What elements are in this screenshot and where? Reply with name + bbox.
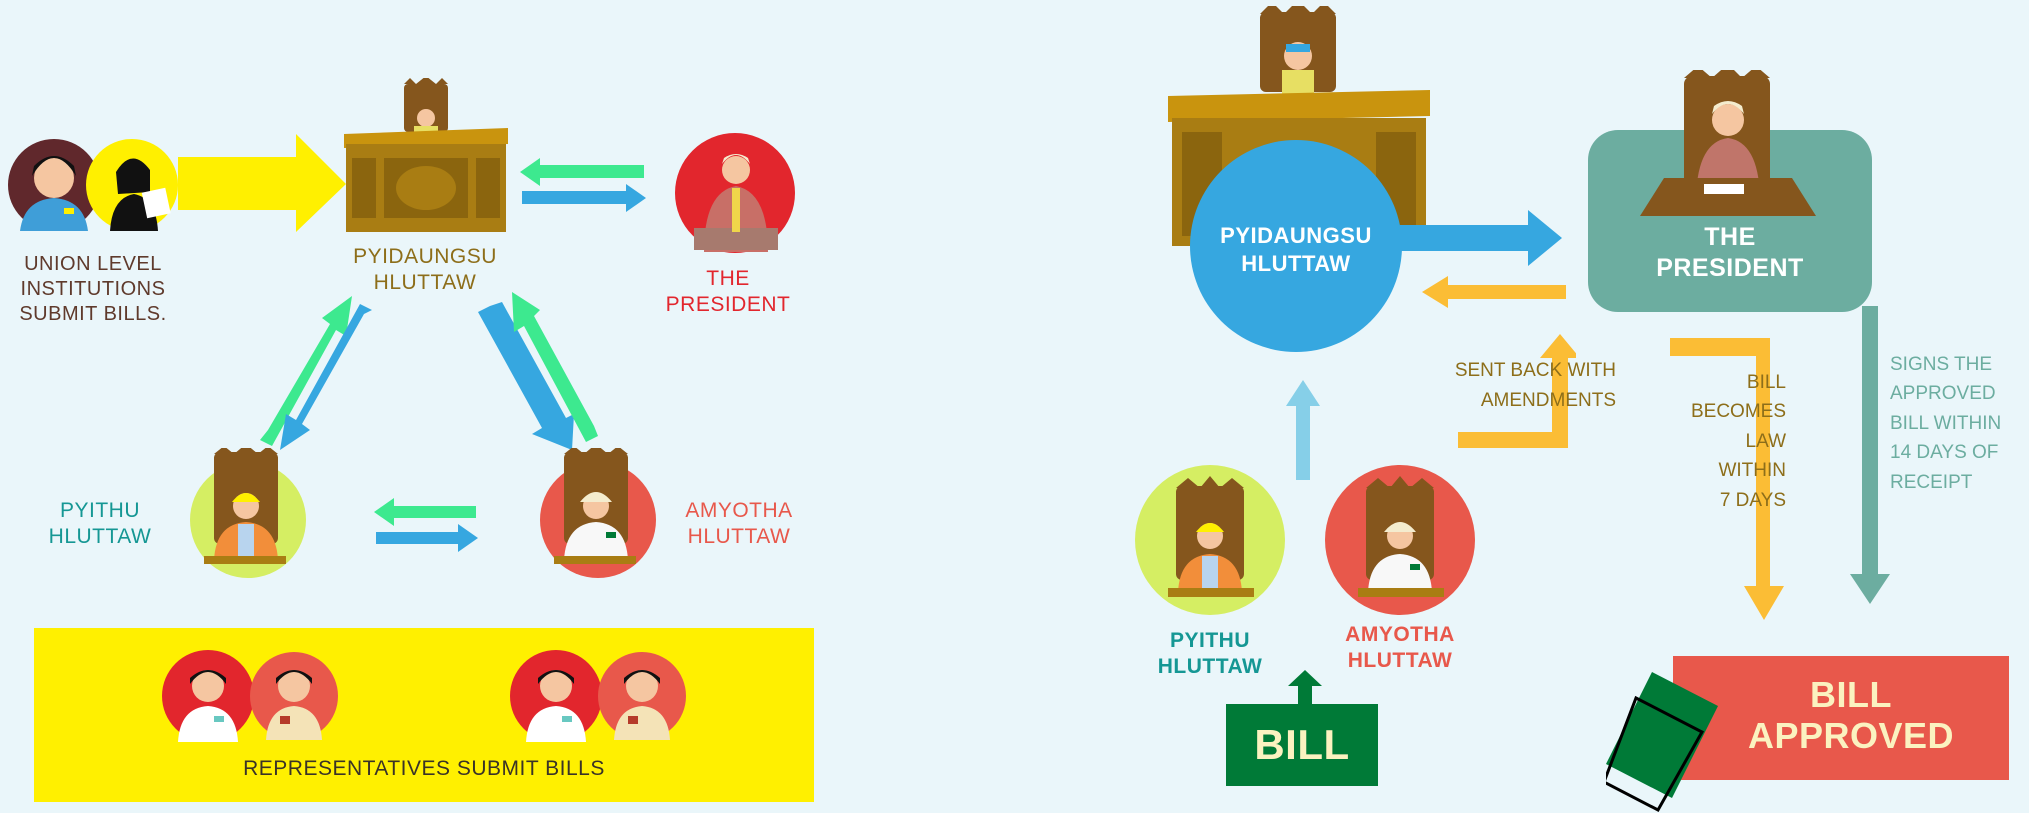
bill-label: BILL	[1254, 721, 1350, 768]
becomes-law-arrow-icon	[1670, 338, 1786, 620]
return-arrow-icon	[1422, 276, 1566, 308]
right-amyotha-avatar-icon	[1325, 465, 1475, 615]
pyidaungsu-desk-icon	[344, 78, 508, 232]
bill-up-arrow-icon	[1288, 670, 1322, 706]
right-pyidaungsu-circle-icon	[1190, 140, 1402, 352]
pyithu-diagonal-arrows-icon	[260, 296, 372, 450]
president-avatar-icon	[675, 133, 795, 253]
right-pyithu-avatar-icon	[1135, 465, 1285, 615]
sent-back-arrow-icon	[1458, 334, 1576, 448]
representatives-avatars-icon	[162, 650, 686, 742]
amyotha-diagonal-arrows-icon	[478, 292, 598, 450]
bill-box: BILL	[1226, 704, 1378, 786]
signs-arrow-icon	[1850, 306, 1890, 604]
up-arrow-icon	[1286, 380, 1320, 480]
representatives-label: REPRESENTATIVES SUBMIT BILLS	[243, 757, 605, 780]
right-president-avatar-icon	[1640, 70, 1816, 216]
pyithu-avatar-icon	[190, 448, 306, 578]
amyotha-avatar-icon	[540, 448, 656, 578]
representatives-box: REPRESENTATIVES SUBMIT BILLS	[34, 628, 814, 802]
houses-exchange-arrows-icon	[374, 498, 478, 552]
president-exchange-arrows-icon	[520, 158, 646, 212]
book-icon	[1606, 672, 1718, 812]
to-president-arrow-icon	[1400, 210, 1562, 266]
union-avatars-icon	[8, 139, 178, 231]
submit-arrow-icon	[178, 134, 346, 232]
